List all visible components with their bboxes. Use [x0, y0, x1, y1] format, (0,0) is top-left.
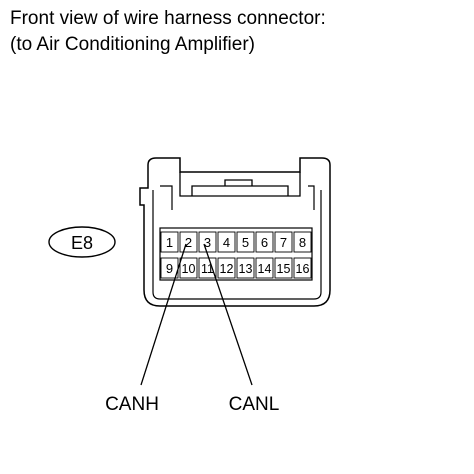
pin-number-2: 2: [185, 235, 192, 250]
pin-number-13: 13: [239, 262, 253, 276]
pin-number-10: 10: [182, 262, 196, 276]
pin-number-16: 16: [296, 262, 310, 276]
pin-cell-11: [198, 257, 217, 279]
connector-lock-tab: [179, 172, 301, 197]
pin-cell-16: [293, 257, 312, 279]
pin-number-14: 14: [258, 262, 272, 276]
pin-cell-7: [274, 231, 293, 253]
pin-cell-8: [293, 231, 312, 253]
pin-cell-6: [255, 231, 274, 253]
pin-number-6: 6: [261, 235, 268, 250]
callout-canh: CANH: [105, 394, 159, 415]
pin-cell-3: [198, 231, 217, 253]
pin-number-7: 7: [280, 235, 287, 250]
canh-leader-line: [140, 243, 187, 386]
pin-cell-15: [274, 257, 293, 279]
connector-code-ellipse: [48, 226, 116, 258]
connector-latch-left: [160, 185, 173, 210]
pin-number-5: 5: [242, 235, 249, 250]
pin-number-12: 12: [220, 262, 234, 276]
pin-cell-4: [217, 231, 236, 253]
pin-number-3: 3: [204, 235, 211, 250]
connector-housing-outline: [139, 157, 331, 307]
pin-number-4: 4: [223, 235, 230, 250]
pin-grid-frame: [159, 227, 313, 281]
pin-cell-5: [236, 231, 255, 253]
pin-cell-14: [255, 257, 274, 279]
pin-number-15: 15: [277, 262, 291, 276]
connector-latch-right: [308, 185, 315, 210]
pin-cell-13: [236, 257, 255, 279]
pin-cell-12: [217, 257, 236, 279]
pin-cell-10: [179, 257, 198, 279]
pin-number-8: 8: [299, 235, 306, 250]
pin-cell-2: [179, 231, 198, 253]
pin-number-1: 1: [166, 235, 173, 250]
diagram-title-line-2: (to Air Conditioning Amplifier): [10, 34, 255, 55]
connector-housing-inner: [152, 190, 322, 300]
canl-leader-line: [203, 243, 253, 386]
pin-number-9: 9: [166, 261, 173, 276]
pin-cell-1: [160, 231, 179, 253]
diagram-title-line-1: Front view of wire harness connector:: [10, 8, 326, 29]
connector-code-label: E8: [71, 233, 93, 253]
callout-canl: CANL: [229, 394, 280, 415]
